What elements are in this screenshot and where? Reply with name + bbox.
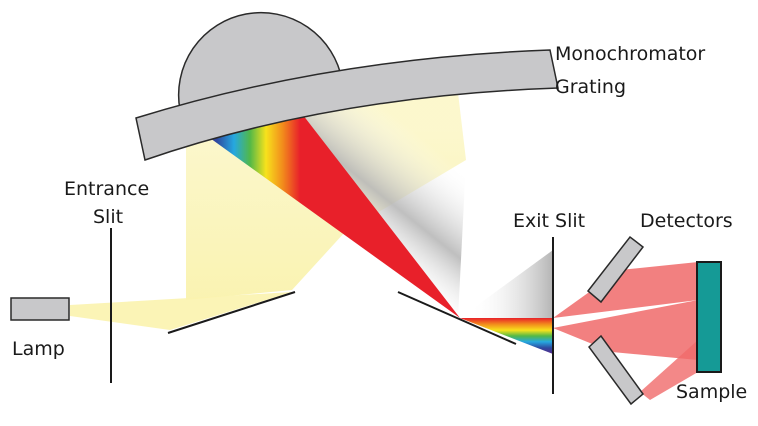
reflected-beam-lower <box>640 340 698 400</box>
diffracted-gray-fan <box>300 84 470 318</box>
monochromator-label: Monochromator <box>555 43 706 65</box>
lamp-label: Lamp <box>12 338 65 360</box>
exit-spectrum-beam <box>460 318 553 354</box>
detector-beam-lower <box>553 300 698 360</box>
lamp-body <box>10 297 70 321</box>
detector-upper <box>586 235 645 304</box>
focusing-mirror <box>397 291 517 345</box>
detectors-label: Detectors <box>640 210 733 232</box>
detector-beam-upper <box>553 262 698 318</box>
grating-label: Grating <box>555 76 627 98</box>
grating-bar <box>135 49 559 161</box>
sample-cuvette <box>696 261 722 373</box>
exit-gray-fan <box>460 250 553 318</box>
sample-label: Sample <box>676 381 748 403</box>
dispersed-spectrum-beam <box>196 106 460 318</box>
detector-lower <box>587 334 645 406</box>
slit-label: Slit <box>93 206 124 228</box>
lamp-beam <box>70 292 292 330</box>
entrance-label: Entrance <box>64 178 150 200</box>
exit-slit-label: Exit Slit <box>513 210 586 232</box>
collimating-mirror <box>167 291 296 334</box>
